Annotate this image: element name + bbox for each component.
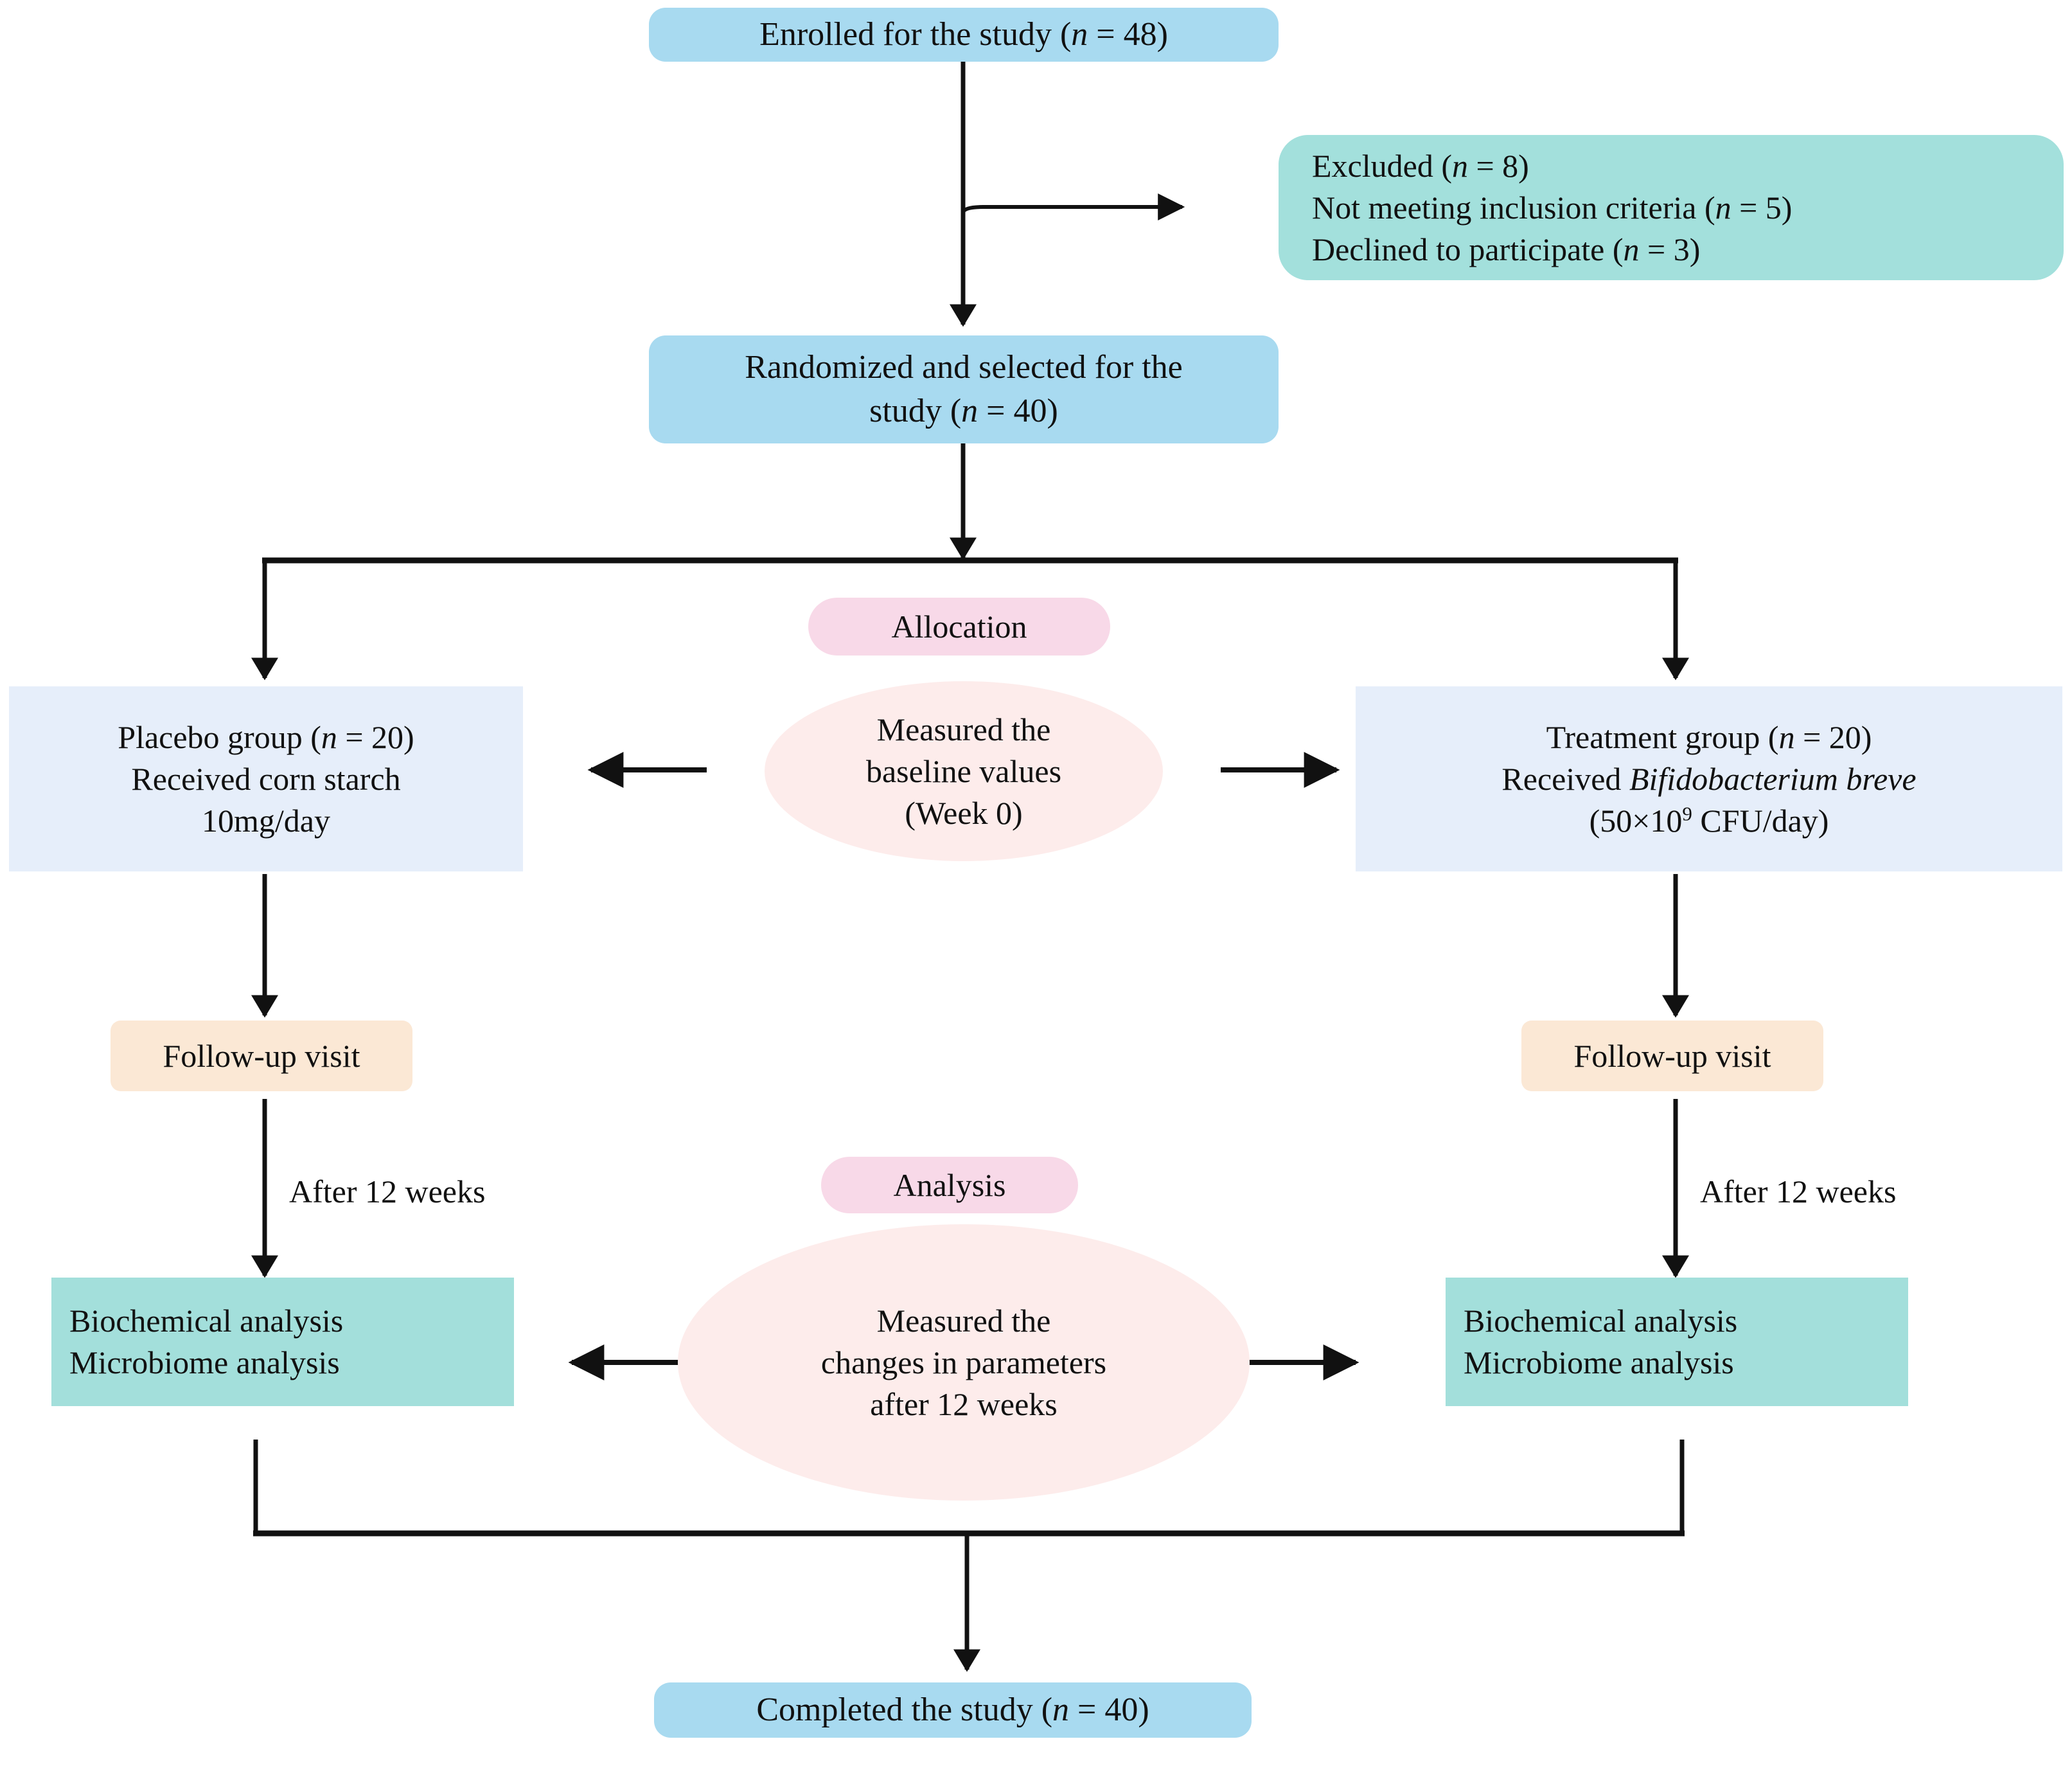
node-followup-right-label: Follow-up visit [1573,1037,1771,1074]
node-followup-visit-left[interactable]: Follow-up visit [111,1021,412,1091]
node-completed[interactable]: Completed the study (n = 40) [654,1682,1252,1738]
node-placebo-line2: Received corn starch [131,760,401,797]
node-randomized-line2: study (n = 40) [869,393,1058,429]
ellipse-analysis-line1: Measured the [876,1302,1051,1339]
node-analysis-right[interactable]: Biochemical analysis Microbiome analysis [1446,1278,1908,1406]
node-followup-visit-right[interactable]: Follow-up visit [1521,1021,1823,1091]
edge-enrolled-to-excluded [961,193,1185,220]
ellipse-baseline-measurement[interactable]: Measured the baseline values (Week 0) [765,681,1163,861]
node-placebo-line3: 10mg/day [202,802,330,839]
edge-label-after-12-weeks-right: After 12 weeks [1700,1173,1897,1209]
node-enrolled-line1: Enrolled for the study (n = 48) [759,16,1168,53]
node-treatment-species-italic: Bifidobacterium breve [1629,760,1917,797]
ellipse-baseline-line1: Measured the [876,711,1051,747]
node-treatment-line2: Received Bifidobacterium breve [1501,758,1916,800]
node-randomized-line1: Randomized and selected for the [745,349,1183,386]
node-followup-left-label: Follow-up visit [163,1037,360,1074]
node-analysis-right-line1: Biochemical analysis [1464,1303,1738,1339]
node-placebo-group[interactable]: Placebo group (n = 20) Received corn sta… [9,686,523,871]
ellipse-baseline-line3: (Week 0) [905,794,1023,831]
node-treatment-dose-exponent: 9 [1682,801,1692,825]
node-analysis-right-line2: Microbiome analysis [1464,1344,1734,1380]
ellipse-analysis-line2: changes in parameters [820,1344,1107,1380]
node-excluded-line1: Excluded (n = 8) [1312,147,1529,184]
node-excluded[interactable]: Excluded (n = 8) Not meeting inclusion c… [1279,135,2064,280]
node-analysis-left-line2: Microbiome analysis [69,1344,340,1380]
pill-analysis[interactable]: Analysis [821,1157,1078,1213]
node-placebo-line1: Placebo group (n = 20) [118,718,414,755]
node-treatment-group[interactable]: Treatment group (n = 20) Received Bifido… [1356,686,2062,871]
pill-allocation[interactable]: Allocation [808,598,1110,656]
node-analysis-left[interactable]: Biochemical analysis Microbiome analysis [51,1278,514,1406]
node-enrolled[interactable]: Enrolled for the study (n = 48) [649,8,1279,62]
node-analysis-left-line1: Biochemical analysis [69,1303,344,1339]
node-treatment-dose-post: CFU/day) [1692,802,1829,839]
ellipse-baseline-line2: baseline values [865,753,1062,789]
node-treatment-dose-pre: (50×10 [1589,802,1683,839]
ellipse-analysis-measurement[interactable]: Measured the changes in parameters after… [678,1224,1250,1501]
node-treatment-line1: Treatment group (n = 20) [1546,718,1872,755]
node-treatment-line2-prefix: Received [1501,760,1629,797]
node-excluded-line3: Declined to participate (n = 3) [1312,231,1701,267]
pill-analysis-label: Analysis [893,1166,1006,1203]
node-randomized[interactable]: Randomized and selected for the study (n… [649,335,1279,443]
node-completed-line1: Completed the study (n = 40) [756,1691,1149,1729]
edge-label-after-12-weeks-left: After 12 weeks [289,1173,486,1209]
node-excluded-line2: Not meeting inclusion criteria (n = 5) [1312,189,1793,226]
pill-allocation-label: Allocation [891,608,1027,645]
ellipse-analysis-line3: after 12 weeks [870,1386,1058,1422]
node-treatment-line3: (50×109 CFU/day) [1589,800,1829,842]
